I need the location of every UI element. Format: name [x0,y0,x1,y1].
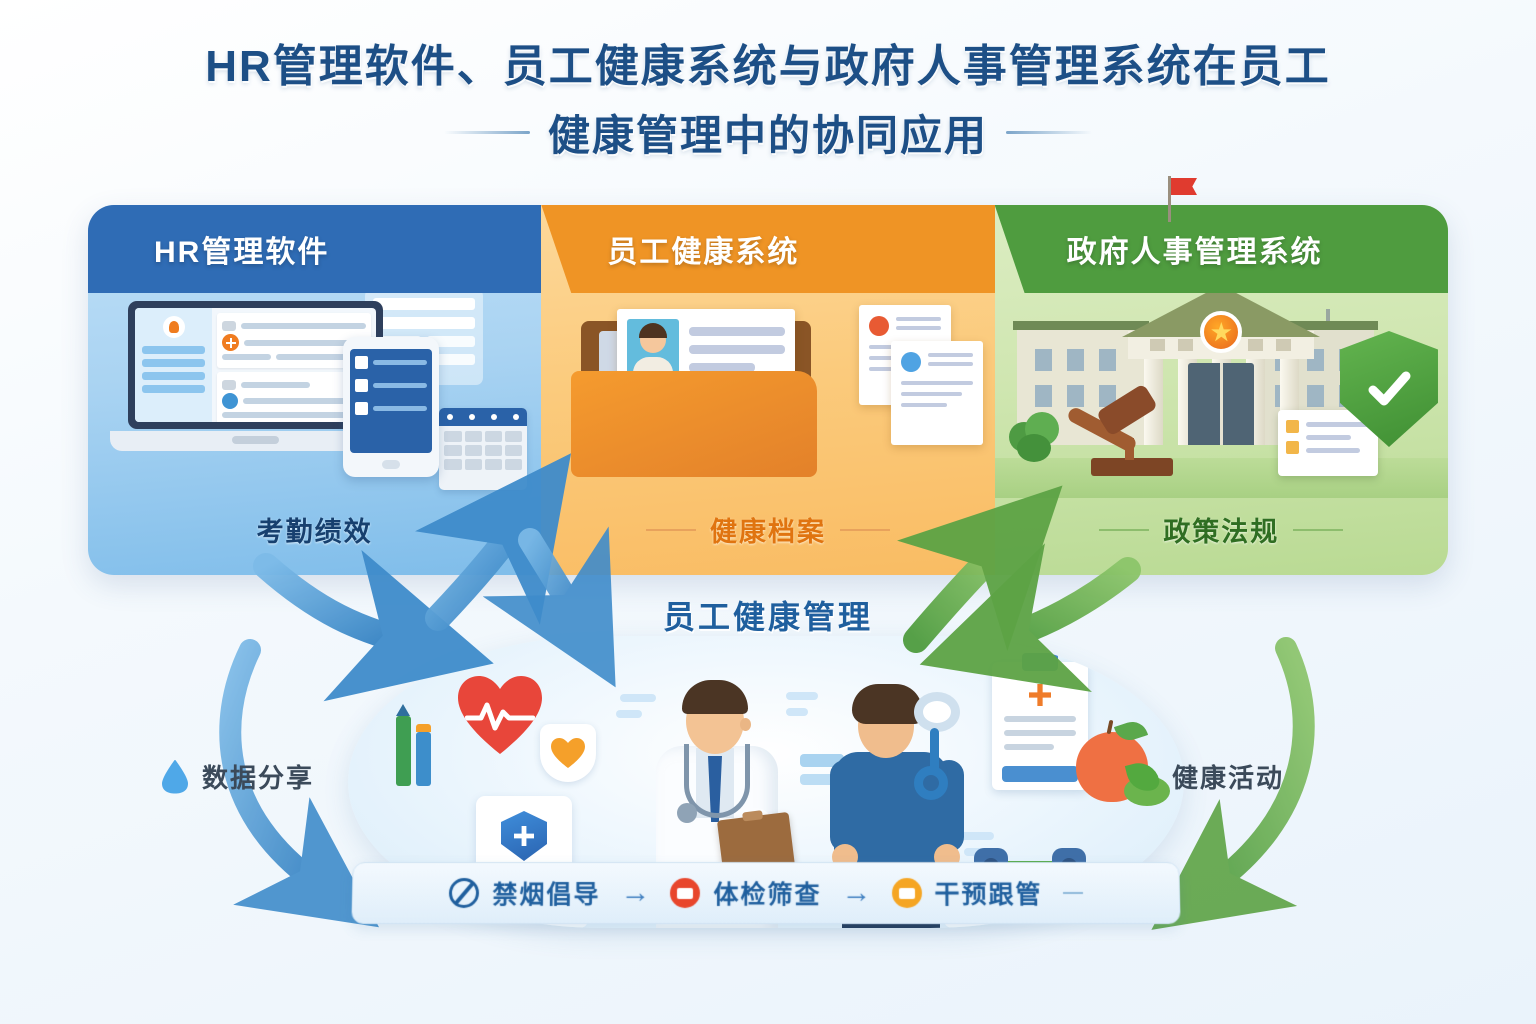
panel-1-caption: 考勤绩效 [88,510,541,549]
panel-1-illustration [88,283,541,498]
government-building-icon: ★ [995,283,1448,498]
title-line-2: 健康管理中的协同应用 [548,102,988,163]
water-drop-icon [162,760,188,794]
title-rule-right [1006,131,1092,134]
calendar-grid [439,426,527,475]
side-label-right-text: 健康活动 [1172,758,1284,795]
checkbox-icon [355,379,368,392]
panel-2-caption-text: 健康档案 [710,510,826,549]
panel-3-title: 政府人事管理系统 [995,227,1323,271]
panel-3-caption-text: 政策法规 [1163,510,1279,549]
panel-3-banner: 政府人事管理系统 [995,205,1448,293]
calendar-icon [439,408,527,490]
panel-3-caption: 政策法规 [995,510,1448,549]
gavel-icon [1069,390,1189,476]
flow-step-3-label: 干预跟管 [934,875,1042,911]
panel-hr-software[interactable]: HR管理软件 [88,205,541,575]
panel-1-title: HR管理软件 [88,227,329,271]
tablet-checklist [350,349,432,453]
tablet-home-button [382,460,400,469]
panel-3-illustration: ★ [995,283,1448,498]
title-line-2-row: 健康管理中的协同应用 [0,102,1536,163]
panel-2-title: 员工健康系统 [541,227,799,271]
heart-shield-icon [540,724,596,782]
form-line [373,317,475,329]
page-title: HR管理软件、员工健康系统与政府人事管理系统在员工 健康管理中的协同应用 [0,38,1536,163]
calendar-header [439,408,527,426]
tablet-icon [343,337,439,477]
stethoscope-worn-icon [684,744,750,818]
health-flow-bar[interactable]: 禁烟倡导 → 体检筛查 → 干预跟管 [351,862,1180,924]
side-label-left-text: 数据分享 [202,758,314,795]
tree-icon [1003,408,1063,466]
no-smoking-icon [449,878,479,908]
folder-icon [571,317,821,477]
medical-record-clipboard-icon [992,662,1088,790]
side-label-health-activity: 健康活动 [1128,758,1284,795]
form-line [373,298,475,310]
amber-circle-icon [891,878,921,908]
title-rule-left [444,131,530,134]
medical-cross-icon [222,334,239,351]
flow-arrow-2: → [841,876,871,910]
title-line-1: HR管理软件、员工健康系统与政府人事管理系统在员工 [0,38,1536,96]
side-label-data-share: 数据分享 [162,758,314,795]
flow-step-1[interactable]: 禁烟倡导 [449,875,600,911]
panel-1-banner: HR管理软件 [88,205,541,293]
checkbox-icon [355,402,368,415]
stethoscope-icon [908,692,980,800]
flow-step-2-label: 体检筛查 [713,875,821,911]
flow-arrow-1: → [620,876,650,910]
flow-step-3[interactable]: 干预跟管 [891,875,1042,911]
panel-2-illustration [541,283,994,498]
government-emblem-icon: ★ [1200,311,1242,353]
red-circle-icon [670,878,700,908]
flow-step-1-label: 禁烟倡导 [492,875,600,911]
medical-cross-icon [1029,684,1051,706]
leaf-icon [1125,758,1161,794]
panel-government-hr-system[interactable]: 政府人事管理系统 [995,205,1448,575]
document-blue-icon [891,341,983,445]
panel-1-caption-text: 考勤绩效 [257,510,373,549]
panel-2-banner: 员工健康系统 [541,205,994,293]
flow-step-2[interactable]: 体检筛查 [670,875,821,911]
dashboard-sidebar [135,308,212,422]
dashboard-ui [135,308,376,422]
employee-photo [627,319,679,379]
pencils-icon [392,710,442,786]
folder-front [571,371,817,477]
checkbox-icon [355,356,368,369]
systems-panel-group: HR管理软件 [88,205,1448,575]
panel-2-caption: 健康档案 [541,510,994,549]
flow-tail [1063,892,1083,894]
center-title: 员工健康管理 [0,592,1536,638]
heart-ecg-icon [458,676,542,754]
user-icon [222,393,238,409]
panel-employee-health-system[interactable]: 员工健康系统 [541,205,994,575]
avatar [163,316,185,338]
